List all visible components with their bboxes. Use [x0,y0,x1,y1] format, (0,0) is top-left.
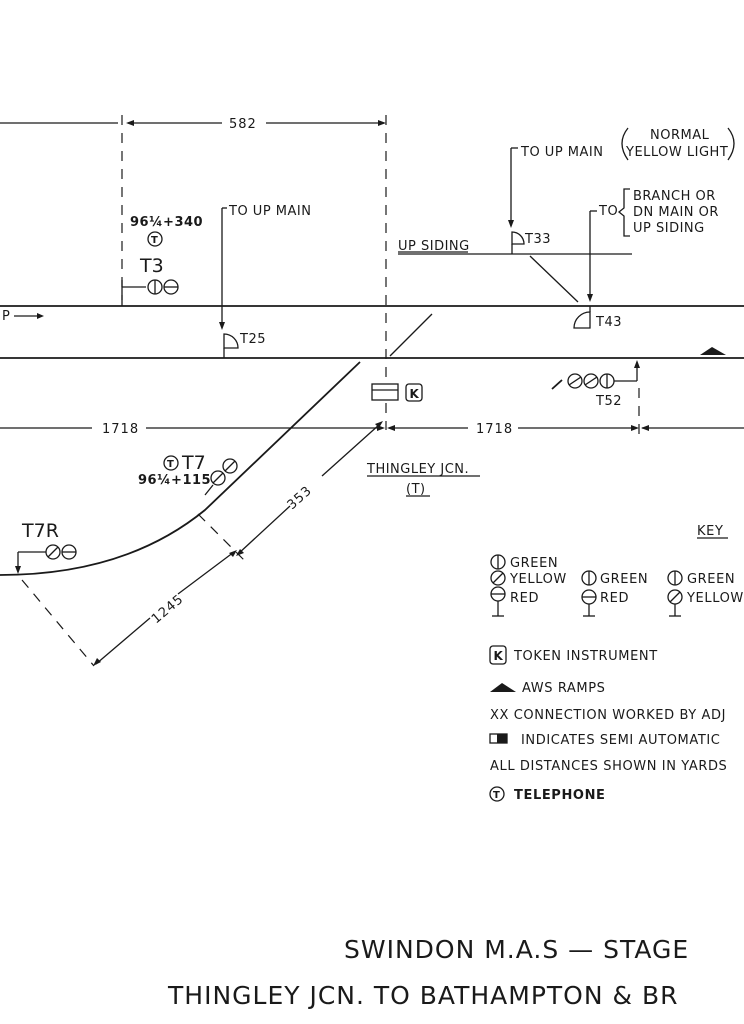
normal-paren-right [727,127,735,161]
t3-telephone-icon [147,231,163,247]
key-connection-label: XX CONNECTION WORKED BY ADJ [490,708,726,723]
key-token-instrument-icon [489,645,507,665]
key-semi-auto-fill [497,734,507,743]
key-col3-yellow-label: YELLOW [686,591,744,606]
dim-1245-line-a [95,617,151,665]
t7r-aspect-1-mark [47,546,59,558]
t7-telephone-glyph: T [167,459,174,470]
key-col1-red-label: RED [510,591,539,606]
dim-353-arrow-bottom [236,549,244,556]
dim-1718-right-value: 1718 [476,422,513,437]
t7-telephone-icon [163,455,179,471]
dim-1718-right-arrow-left [387,425,395,431]
t3-mileage: 96¼+340 [130,215,203,230]
token-instrument-icon [405,383,423,402]
t7r-arrow [15,566,21,574]
dim-353-line-b [321,423,381,477]
t3-telephone-glyph: T [151,235,158,246]
key-telephone-glyph: T [493,790,500,801]
dim-1718-right-arrow-right [631,425,639,431]
aws-ramp-icon [700,347,726,355]
dim-1245-value: 1245 [149,592,187,627]
t33-label: T33 [524,232,551,247]
key-semi-auto-label: INDICATES SEMI AUTOMATIC [521,733,721,748]
up-siding-route-label: UP SIDING [633,221,705,236]
t52-label: T52 [595,394,622,409]
title-line-1: SWINDON M.A.S — STAGE [344,935,689,964]
key-col1-green-label: GREEN [510,556,558,571]
t25-signal-icon [223,333,239,349]
yellow-light-label: YELLOW LIGHT [625,145,728,160]
dim-353-extension-a [197,513,245,561]
key-token-instrument-label: TOKEN INSTRUMENT [513,649,658,664]
token-instrument-glyph: K [410,387,420,401]
key-col1-yellow-label: YELLOW [509,572,567,587]
branch-curve [0,361,361,576]
t7-aspect-1-mark [224,460,236,472]
key-heading: KEY [697,524,723,539]
dim-1245-arrow-top [229,550,237,557]
t25-label: T25 [239,332,266,347]
key-aws-ramp-icon [490,683,516,692]
to-up-main-top-arrow [508,220,514,228]
t43-signal-icon [573,311,591,329]
to-branch-label: TO [598,204,618,219]
key-aws-ramps-label: AWS RAMPS [522,681,606,696]
t43-label: T43 [595,315,622,330]
dim-1718-left-value: 1718 [102,422,139,437]
t33-signal-icon [511,231,525,245]
t7-mileage: 96¼+115 [138,473,211,488]
key-col3-green-label: GREEN [687,572,735,587]
dim-1718-next-arrow [641,425,649,431]
to-up-main-left-arrow [219,322,225,330]
t52-aspect-2-mark [584,376,598,386]
crossover-upper [389,313,433,357]
t52-arrow [634,360,640,368]
t3-label: T3 [139,255,164,277]
normal-paren-left [621,127,629,161]
key-distances-label: ALL DISTANCES SHOWN IN YARDS [490,759,727,774]
thingley-jcn-code: (T) [406,482,426,497]
key-col2-green-label: GREEN [600,572,648,587]
dim-582-arrow-right [378,120,386,126]
dim-1245-line-b [177,551,235,595]
t7-aspect-2-mark [212,472,224,484]
key-token-glyph: K [494,649,504,663]
thingley-jcn-label: THINGLEY JCN. [366,462,469,477]
t7-post [204,484,214,496]
up-direction-arrowhead [37,313,44,319]
key-col2-red-label: RED [600,591,629,606]
to-up-main-top-label: TO UP MAIN [520,145,603,160]
up-line-label: P [2,309,10,324]
dim-353-arrow-top [375,421,383,428]
key-telephone-label: TELEPHONE [514,788,606,803]
branch-brace [617,188,630,237]
title-line-2: THINGLEY JCN. TO BATHAMPTON & BR [167,981,678,1010]
normal-label: NORMAL [650,128,710,143]
key-col1-yellow-mark [492,572,504,584]
dim-353-value: 353 [285,483,316,513]
dim-1245-arrow-bottom [93,658,101,666]
t7r-label: T7R [21,520,59,542]
dim-353-line-a [237,505,291,555]
t52-aspect-1-mark [568,376,582,386]
dim-582-value: 582 [229,117,257,132]
semi-auto-box [371,383,399,401]
dim-582-arrow-left [126,120,134,126]
key-telephone-icon [489,786,505,802]
up-siding-label: UP SIDING [398,239,470,254]
dim-1245-extension [21,579,95,667]
dn-main-or-label: DN MAIN OR [633,205,719,220]
t7-label: T7 [181,452,206,474]
t52-dash [551,379,563,390]
key-col3-yellow-mark [669,591,681,603]
branch-or-label: BRANCH OR [633,189,716,204]
to-up-main-left-label: TO UP MAIN [228,204,311,219]
siding-connection [529,255,579,303]
to-branch-arrow [587,294,593,302]
